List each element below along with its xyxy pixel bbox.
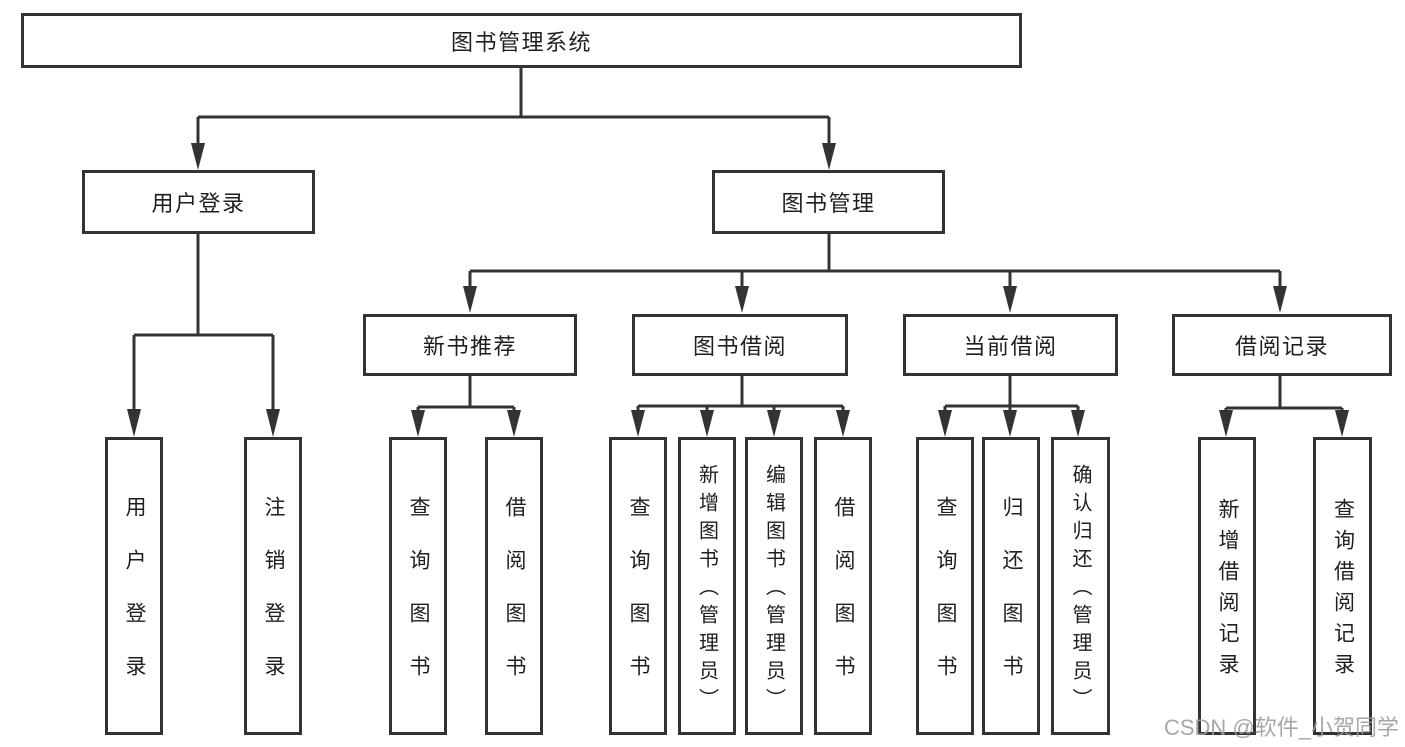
node-label: 确认归还（管理员） (1069, 464, 1091, 716)
node-label: 归还图书 (1000, 496, 1023, 708)
leaf-borrow-books-recommend: 借阅图书 (485, 437, 543, 735)
node-label: 用户登录 (151, 191, 246, 216)
node-book-management: 图书管理 (712, 170, 945, 234)
node-label: 新增图书（管理员） (695, 464, 718, 716)
leaf-return-books: 归还图书 (982, 437, 1040, 735)
node-label: 当前借阅 (963, 334, 1058, 359)
arrow-icon (1071, 410, 1085, 437)
csdn-watermark: CSDN @软件_小贺同学 (1163, 715, 1399, 740)
node-label: 注销登录 (262, 496, 285, 708)
connector-book-borrow-tree (636, 376, 845, 412)
connector-borrow-record-tree (1224, 376, 1344, 412)
node-book-borrowing: 图书借阅 (632, 314, 848, 376)
node-label: 查询借阅记录 (1331, 498, 1355, 684)
leaf-query-books-current: 查询图书 (916, 437, 974, 735)
connector-root-to-level2 (196, 68, 831, 145)
arrow-icon (127, 409, 141, 437)
arrow-icon (1273, 286, 1287, 313)
arrow-icon (938, 410, 952, 437)
node-label: 新增借阅记录 (1216, 498, 1239, 684)
node-borrowing-records: 借阅记录 (1172, 314, 1392, 376)
arrow-icon (507, 410, 521, 437)
node-label: 查询图书 (627, 496, 650, 708)
connector-lines (132, 68, 1344, 412)
node-label: 借阅图书 (503, 496, 526, 708)
node-label: 新书推荐 (422, 334, 517, 359)
arrowheads (127, 143, 1349, 437)
connector-book-mgmt-tree (468, 234, 1282, 288)
node-label: 图书管理 (781, 191, 876, 216)
node-label: 查询图书 (934, 496, 957, 708)
arrow-icon (767, 410, 781, 437)
arrow-icon (700, 410, 714, 437)
leaf-confirm-return-admin: 确认归还（管理员） (1051, 437, 1110, 735)
leaf-query-borrow-record: 查询借阅记录 (1313, 437, 1372, 735)
arrow-icon (1003, 410, 1017, 437)
node-label: 查询图书 (407, 496, 430, 708)
leaf-add-books-admin: 新增图书（管理员） (678, 437, 736, 735)
arrow-icon (836, 410, 850, 437)
leaf-logout: 注销登录 (244, 437, 302, 735)
node-label: 编辑图书（管理员） (762, 464, 785, 716)
arrow-icon (631, 410, 645, 437)
arrow-icon (1219, 410, 1233, 437)
node-label: 图书管理系统 (450, 29, 592, 55)
leaf-edit-books-admin: 编辑图书（管理员） (745, 437, 803, 735)
node-label: 借阅记录 (1234, 334, 1329, 359)
connector-user-login-tree (132, 234, 275, 412)
connector-current-borrow-tree (943, 376, 1080, 412)
arrow-icon (411, 410, 425, 437)
leaf-query-books-borrow: 查询图书 (609, 437, 667, 735)
leaf-query-books-recommend: 查询图书 (389, 437, 447, 735)
arrow-icon (266, 409, 280, 437)
node-label: 用户登录 (123, 496, 146, 708)
arrow-icon (735, 286, 749, 313)
leaf-user-login: 用户登录 (105, 437, 163, 735)
arrow-icon (1003, 286, 1017, 313)
arrow-icon (822, 143, 836, 170)
node-user-login: 用户登录 (82, 170, 315, 234)
node-label: 借阅图书 (832, 496, 855, 708)
node-new-book-recommend: 新书推荐 (363, 314, 577, 376)
node-current-borrowing: 当前借阅 (903, 314, 1118, 376)
node-label: 图书借阅 (692, 334, 787, 359)
arrow-icon (463, 286, 477, 313)
arrow-icon (1335, 410, 1349, 437)
leaf-borrow-books: 借阅图书 (814, 437, 872, 735)
arrow-icon (191, 143, 205, 170)
node-root-system: 图书管理系统 (21, 13, 1022, 68)
connector-new-book-tree (416, 376, 516, 412)
leaf-add-borrow-record: 新增借阅记录 (1198, 437, 1256, 735)
